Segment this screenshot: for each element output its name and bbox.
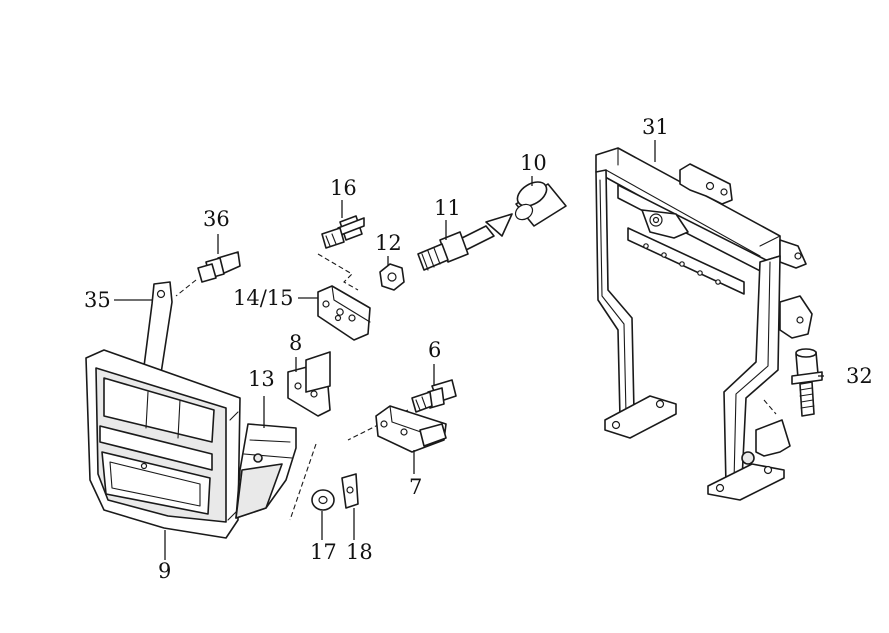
leader-lines — [114, 140, 824, 560]
part-31-support-frame — [595, 147, 813, 501]
part-7-angle-bracket — [375, 405, 447, 453]
part-17-washer — [311, 489, 335, 511]
part-10-spacer-sleeve — [514, 181, 567, 227]
part-36-bolt — [175, 251, 241, 297]
part-9-grille-guard — [85, 349, 241, 539]
part-35-stay — [141, 281, 173, 383]
part-16-bolt — [317, 215, 365, 291]
part-11-pin — [417, 213, 513, 271]
callout-31: 31 — [642, 115, 669, 139]
callout-14-15: 14/15 — [233, 286, 294, 310]
part-12-nut — [379, 263, 405, 291]
callout-13: 13 — [248, 367, 275, 391]
callout-12: 12 — [375, 231, 402, 255]
callout-6: 6 — [428, 338, 441, 362]
callout-36: 36 — [203, 207, 230, 231]
callout-10: 10 — [520, 151, 547, 175]
callout-16: 16 — [330, 176, 357, 200]
part-18-clip-nut — [341, 473, 359, 509]
part-32-bolt — [791, 348, 823, 417]
callout-17: 17 — [310, 540, 337, 564]
callout-35: 35 — [84, 288, 111, 312]
callout-9: 9 — [158, 559, 171, 583]
callout-7: 7 — [409, 475, 422, 499]
part-14-15-plate — [317, 285, 371, 341]
callout-18: 18 — [346, 540, 373, 564]
callout-32: 32 — [846, 364, 873, 388]
callout-11: 11 — [434, 196, 461, 220]
part-13-lower-cover — [235, 423, 317, 521]
callout-labels: 31 32 10 11 12 16 14/15 36 35 13 8 6 7 1… — [84, 115, 873, 583]
callout-8: 8 — [289, 331, 302, 355]
part-8-bracket — [287, 351, 331, 417]
